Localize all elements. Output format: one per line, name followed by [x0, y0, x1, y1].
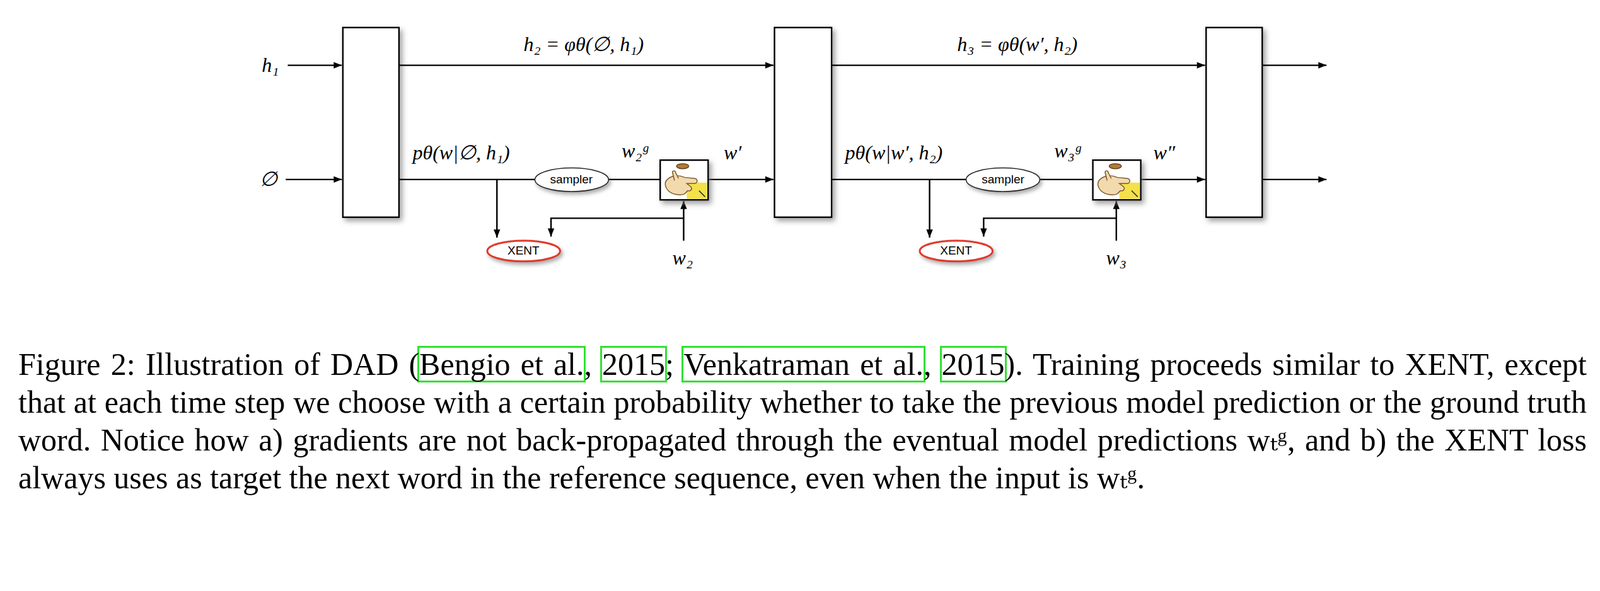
output-wire: [399, 179, 536, 181]
hidden-arrow: [287, 64, 342, 66]
coin-flip-icon: [660, 160, 708, 200]
input-arrow: [1141, 179, 1206, 181]
truth-arrow: [1115, 201, 1118, 241]
math-label: h₃ = φθ(w′, h₂): [956, 34, 1078, 57]
math-label: pθ(w|∅, h₁): [412, 141, 510, 164]
hidden-arrow: [399, 64, 774, 66]
node-label: sampler: [981, 172, 1025, 187]
loss-ellipse: XENT: [485, 238, 562, 264]
truth-arrow: [682, 201, 685, 241]
sample-wire: [607, 179, 661, 181]
node-label: sampler: [550, 172, 594, 187]
math-label: h₁: [261, 54, 279, 77]
math-label: ∅: [259, 168, 278, 191]
math-label: w′: [723, 141, 742, 164]
input-arrow: [1262, 179, 1327, 181]
loss-ellipse: XENT: [917, 238, 995, 264]
math-label: w₃ᵍ: [1054, 139, 1081, 163]
math-label: w₂: [672, 247, 693, 270]
node-label: XENT: [507, 243, 540, 258]
loss-arrow: [496, 179, 498, 238]
target-arrow: [550, 218, 684, 237]
figure-caption: Figure 2: Illustration of DAD (Bengio et…: [18, 345, 1587, 497]
hidden-arrow: [1262, 64, 1327, 66]
sample-wire: [1039, 179, 1093, 181]
hidden-arrow: [831, 64, 1205, 66]
rnn-block: [342, 27, 400, 218]
output-wire: [831, 179, 968, 181]
sampler-ellipse: sampler: [533, 167, 610, 193]
math-label: w″: [1153, 141, 1176, 164]
node-label: XENT: [939, 243, 973, 258]
math-label: w₂ᵍ: [621, 139, 649, 163]
sampler-ellipse: sampler: [965, 167, 1041, 193]
math-label: pθ(w|w′, h₂): [845, 141, 944, 164]
input-arrow: [707, 179, 774, 181]
target-arrow: [983, 218, 1116, 237]
coin-flip-icon: [1093, 160, 1142, 200]
input-arrow: [285, 179, 342, 181]
rnn-block: [774, 27, 833, 218]
math-label: h₂ = φθ(∅, h₁): [523, 34, 645, 57]
math-label: w₃: [1106, 247, 1127, 270]
rnn-block: [1205, 27, 1263, 218]
loss-arrow: [928, 179, 930, 238]
